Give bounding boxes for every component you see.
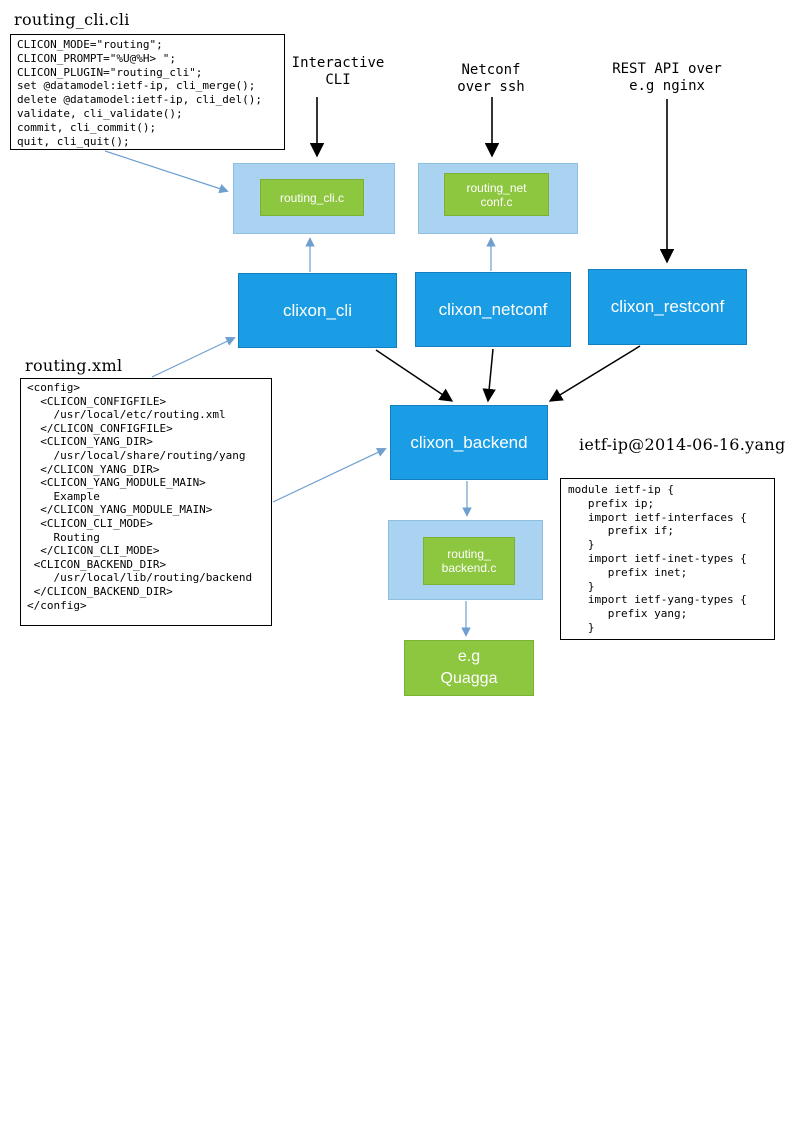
node-clixon-netconf-label: clixon_netconf — [438, 299, 548, 319]
arrow-cli-to-backend — [375, 349, 454, 402]
netconf-over-ssh-label: Netconf over ssh — [457, 62, 525, 95]
node-routing-backend-plugin-container: routing_ backend.c — [388, 520, 543, 600]
node-clixon-cli: clixon_cli — [238, 273, 397, 348]
node-clixon-cli-label: clixon_cli — [283, 300, 352, 320]
node-routing-cli-plugin-label: routing_cli.c — [279, 190, 345, 205]
node-clixon-restconf-label: clixon_restconf — [610, 297, 725, 316]
rest-api-label: REST API over e.g nginx — [612, 61, 722, 94]
node-routing-cli-plugin: routing_cli.c — [260, 179, 364, 216]
cli-file-code: CLICON_MODE="routing"; CLICON_PROMPT="%U… — [10, 34, 285, 150]
node-routing-netconf-plugin: routing_net conf.c — [444, 173, 549, 216]
arrow-xml-to-backend — [272, 447, 387, 503]
node-routing-cli-plugin-container: routing_cli.c — [233, 163, 395, 234]
cli-file-title: routing_cli.cli — [14, 10, 130, 29]
interactive-cli-label: Interactive CLI — [291, 55, 385, 88]
node-clixon-restconf: clixon_restconf — [588, 269, 747, 345]
node-routing-netconf-plugin-container: routing_net conf.c — [418, 163, 578, 234]
arrow-netconf-to-backend — [482, 348, 496, 403]
arrow-xml-to-cli — [151, 336, 236, 378]
node-routing-backend-plugin: routing_ backend.c — [423, 537, 515, 585]
node-quagga-label: e.g Quagga — [440, 648, 498, 687]
node-clixon-backend-label: clixon_backend — [410, 432, 528, 452]
arrow-clifile-to-cli-plugin — [104, 150, 229, 194]
node-clixon-netconf: clixon_netconf — [415, 272, 571, 347]
node-routing-netconf-plugin-label: routing_net conf.c — [466, 180, 527, 209]
arrow-restconf-to-backend — [548, 345, 641, 402]
node-quagga: e.g Quagga — [404, 640, 534, 696]
node-routing-backend-plugin-label: routing_ backend.c — [441, 547, 497, 575]
yang-file-title: ietf-ip@2014-06-16.yang — [579, 435, 786, 454]
node-clixon-backend: clixon_backend — [390, 405, 548, 480]
xml-file-code: <config> <CLICON_CONFIGFILE> /usr/local/… — [20, 378, 272, 626]
xml-file-title: routing.xml — [25, 356, 123, 375]
yang-file-code: module ietf-ip { prefix ip; import ietf-… — [560, 478, 775, 640]
